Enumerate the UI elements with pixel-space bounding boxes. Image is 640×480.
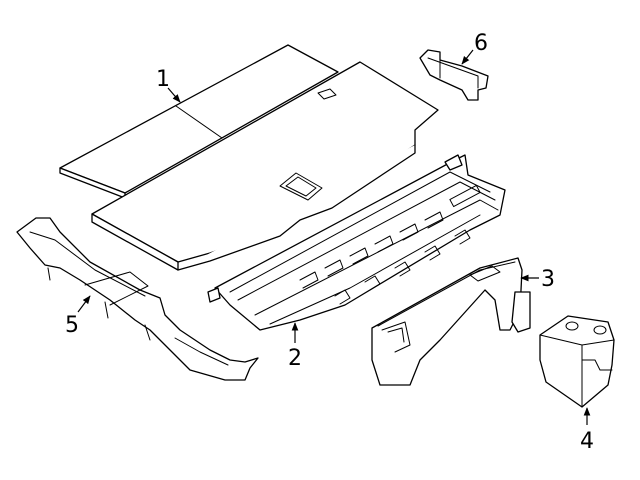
callout-4: 4: [580, 407, 594, 454]
callout-5: 5: [65, 295, 91, 338]
callout-label-1: 1: [156, 67, 170, 92]
callout-label-4: 4: [580, 429, 594, 454]
callout-2: 2: [288, 322, 302, 371]
callout-1: 1: [156, 67, 181, 103]
part-1-cargo-floor-panel: [59, 44, 439, 271]
callout-label-2: 2: [288, 346, 302, 371]
part-6-small-bracket: [419, 49, 489, 101]
callout-6: 6: [461, 31, 488, 65]
part-5-side-bracket: [16, 217, 259, 381]
callout-3: 3: [520, 267, 555, 292]
part-2-floor-tray: [207, 154, 506, 331]
callout-label-3: 3: [541, 267, 555, 292]
callout-label-5: 5: [65, 313, 79, 338]
callout-label-6: 6: [474, 31, 488, 56]
part-4-storage-box: [539, 315, 615, 408]
part-3-side-trim: [371, 257, 531, 386]
